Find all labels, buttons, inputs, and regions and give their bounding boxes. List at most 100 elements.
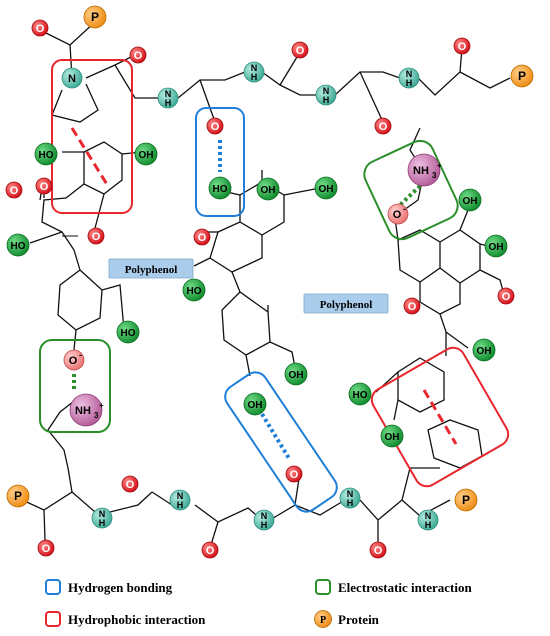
amide-h-text: H: [251, 72, 258, 82]
oxygen-text: O: [36, 23, 45, 35]
protein-top-right-sphere: [510, 64, 534, 88]
hydroxyl-sphere: [484, 234, 508, 258]
ammonium-sub: 3: [94, 411, 99, 420]
oxyanion-right-sphere: [387, 203, 409, 225]
hydroxyl-hbond-top-sphere: [208, 176, 232, 200]
amide-n-text: N: [99, 509, 106, 519]
oxygen-sphere: [497, 287, 515, 305]
hydroxyl: OH: [484, 234, 508, 258]
oxyanion-text: O: [393, 209, 402, 221]
hydroxyl-sphere: [6, 233, 30, 257]
protein-bottom-left-text: P: [14, 489, 22, 503]
oxygen: O: [453, 37, 471, 55]
hydroxyl-sphere: [116, 320, 140, 344]
hydroxyl-text: HO: [39, 150, 54, 161]
oxygen-sphere: [35, 177, 53, 195]
amide-nh: NH: [253, 509, 275, 531]
nitrogen-proline-sphere: [61, 67, 83, 89]
amide-nh: NH: [91, 507, 113, 529]
amide-nh-sphere: [169, 489, 191, 511]
oxyanion-text: O: [69, 355, 78, 367]
hydroxyl-hbond-top: HO: [208, 176, 232, 200]
hbond-line-center: [260, 412, 292, 462]
hydroxyl-text: HO: [187, 286, 202, 297]
oxyanion-left: O-: [63, 349, 85, 371]
protein-bottom-right: P: [454, 488, 478, 512]
oxygen-text: O: [92, 231, 101, 243]
hydroxyl-text: OH: [139, 150, 154, 161]
hydroxyl-text: OH: [261, 185, 276, 196]
amide-nh-sphere: [91, 507, 113, 529]
protein-bottom-right-text: P: [462, 493, 470, 507]
oxygen-hbond-center-sphere: [285, 465, 303, 483]
hydroxyl: OH: [256, 177, 280, 201]
ammonium-text: NH: [413, 165, 429, 177]
amide-nh: NH: [339, 487, 361, 509]
amide-n-text: N: [347, 489, 354, 499]
oxygen-hbond-top-sphere: [206, 117, 224, 135]
bond-skeleton: [17, 21, 511, 549]
oxygen-text: O: [379, 121, 388, 133]
hydroxyl: HO: [34, 142, 58, 166]
oxygen-text: O: [408, 301, 417, 313]
oxygen-sphere: [369, 541, 387, 559]
amide-nh: NH: [243, 61, 265, 83]
hydroxyl-text: OH: [463, 196, 478, 207]
amide-nh-sphere: [253, 509, 275, 531]
hydroxyl-text: OH: [385, 432, 400, 443]
amide-nh: NH: [398, 67, 420, 89]
hydroxyl-hbond-center-text: OH: [248, 400, 263, 411]
amide-nh-sphere: [339, 487, 361, 509]
oxygen-text: O: [502, 291, 511, 303]
oxygen-text: O: [10, 185, 19, 197]
oxygen: O: [369, 541, 387, 559]
hydrophobic-box-top-left: [51, 59, 133, 214]
oxygen: O: [374, 117, 392, 135]
oxygen-text: O: [206, 545, 215, 557]
hydroxyl-sphere: [134, 142, 158, 166]
hydroxyl: HO: [348, 382, 372, 406]
oxyanion-right: O-: [387, 203, 409, 225]
amide-n-text: N: [165, 89, 172, 99]
oxygen-text: O: [374, 545, 383, 557]
amide-h-text: H: [165, 98, 172, 108]
hydroxyl-hbond-top-text: HO: [213, 184, 228, 195]
legend-protein-label: Protein: [338, 612, 380, 627]
oxygen: O: [497, 287, 515, 305]
oxygen-sphere: [193, 228, 211, 246]
ammonium-text: NH: [75, 405, 91, 417]
oxygen-sphere: [5, 181, 23, 199]
legend-electrostatic-label: Electrostatic interaction: [338, 580, 472, 595]
ammonium-left-sphere: [69, 393, 103, 427]
oxygen: O: [291, 41, 309, 59]
hydroxyl: HO: [182, 278, 206, 302]
amide-nh-sphere: [315, 84, 337, 106]
amide-h-text: H: [323, 95, 330, 105]
hydroxyl: HO: [116, 320, 140, 344]
oxyanion-sup: -: [79, 350, 82, 360]
protein-bottom-left-sphere: [6, 484, 30, 508]
oxygen-sphere: [291, 41, 309, 59]
polyphenol-label-left: Polyphenol: [108, 258, 194, 279]
amide-n-text: N: [251, 63, 258, 73]
protein-top-left: P: [83, 5, 107, 29]
amide-nh-sphere: [243, 61, 265, 83]
oxygen-text: O: [134, 50, 143, 62]
amide-h-text: H: [261, 520, 268, 530]
amide-n-text: N: [425, 511, 432, 521]
hydroxyl-text: HO: [353, 390, 368, 401]
electrostatic-line-right: [398, 184, 422, 207]
electrostatic-box-left: [39, 339, 111, 433]
hydroxyl-sphere: [256, 177, 280, 201]
hydroxyl: OH: [284, 362, 308, 386]
amide-nh-sphere: [157, 87, 179, 109]
amide-n-text: N: [177, 491, 184, 501]
legend-protein-symbol: P: [320, 615, 326, 626]
ammonium-sup: +: [437, 161, 442, 170]
protein-bottom-left: P: [6, 484, 30, 508]
legend-hydrophobic-label: Hydrophobic interaction: [68, 612, 206, 627]
hydroxyl-sphere: [458, 188, 482, 212]
hydroxyl-text: OH: [319, 184, 334, 195]
hydroxyl-sphere: [314, 176, 338, 200]
